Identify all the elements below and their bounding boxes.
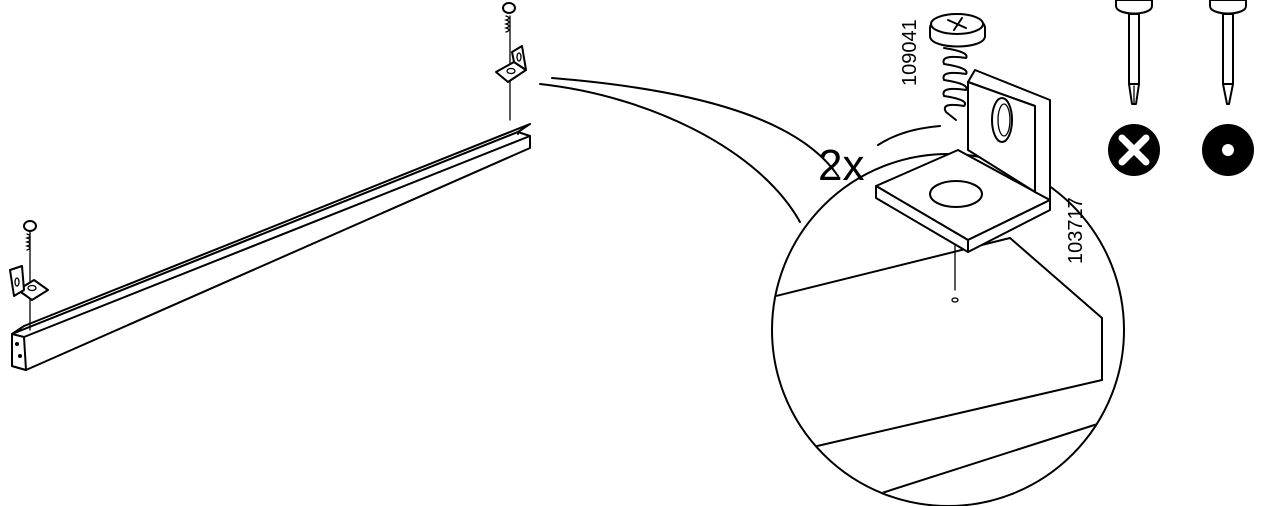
rail-beam <box>11 123 531 371</box>
bracket-part-number: 103717 <box>1065 197 1087 264</box>
bracket-screw-rail-left <box>9 220 49 331</box>
screw-part-number: 109041 <box>899 19 921 86</box>
ok-circle-icon <box>1202 124 1254 176</box>
detail-magnifier <box>771 13 1125 506</box>
callout-pointer <box>539 77 839 223</box>
screw <box>929 13 986 121</box>
flat-screwdriver-icon <box>1209 0 1247 105</box>
quantity-label: 2x <box>818 141 864 190</box>
x-circle-icon <box>1108 124 1160 176</box>
l-bracket <box>875 69 1051 253</box>
bracket-screw-rail-right <box>495 2 527 121</box>
phillips-screwdriver-icon <box>1115 0 1153 105</box>
